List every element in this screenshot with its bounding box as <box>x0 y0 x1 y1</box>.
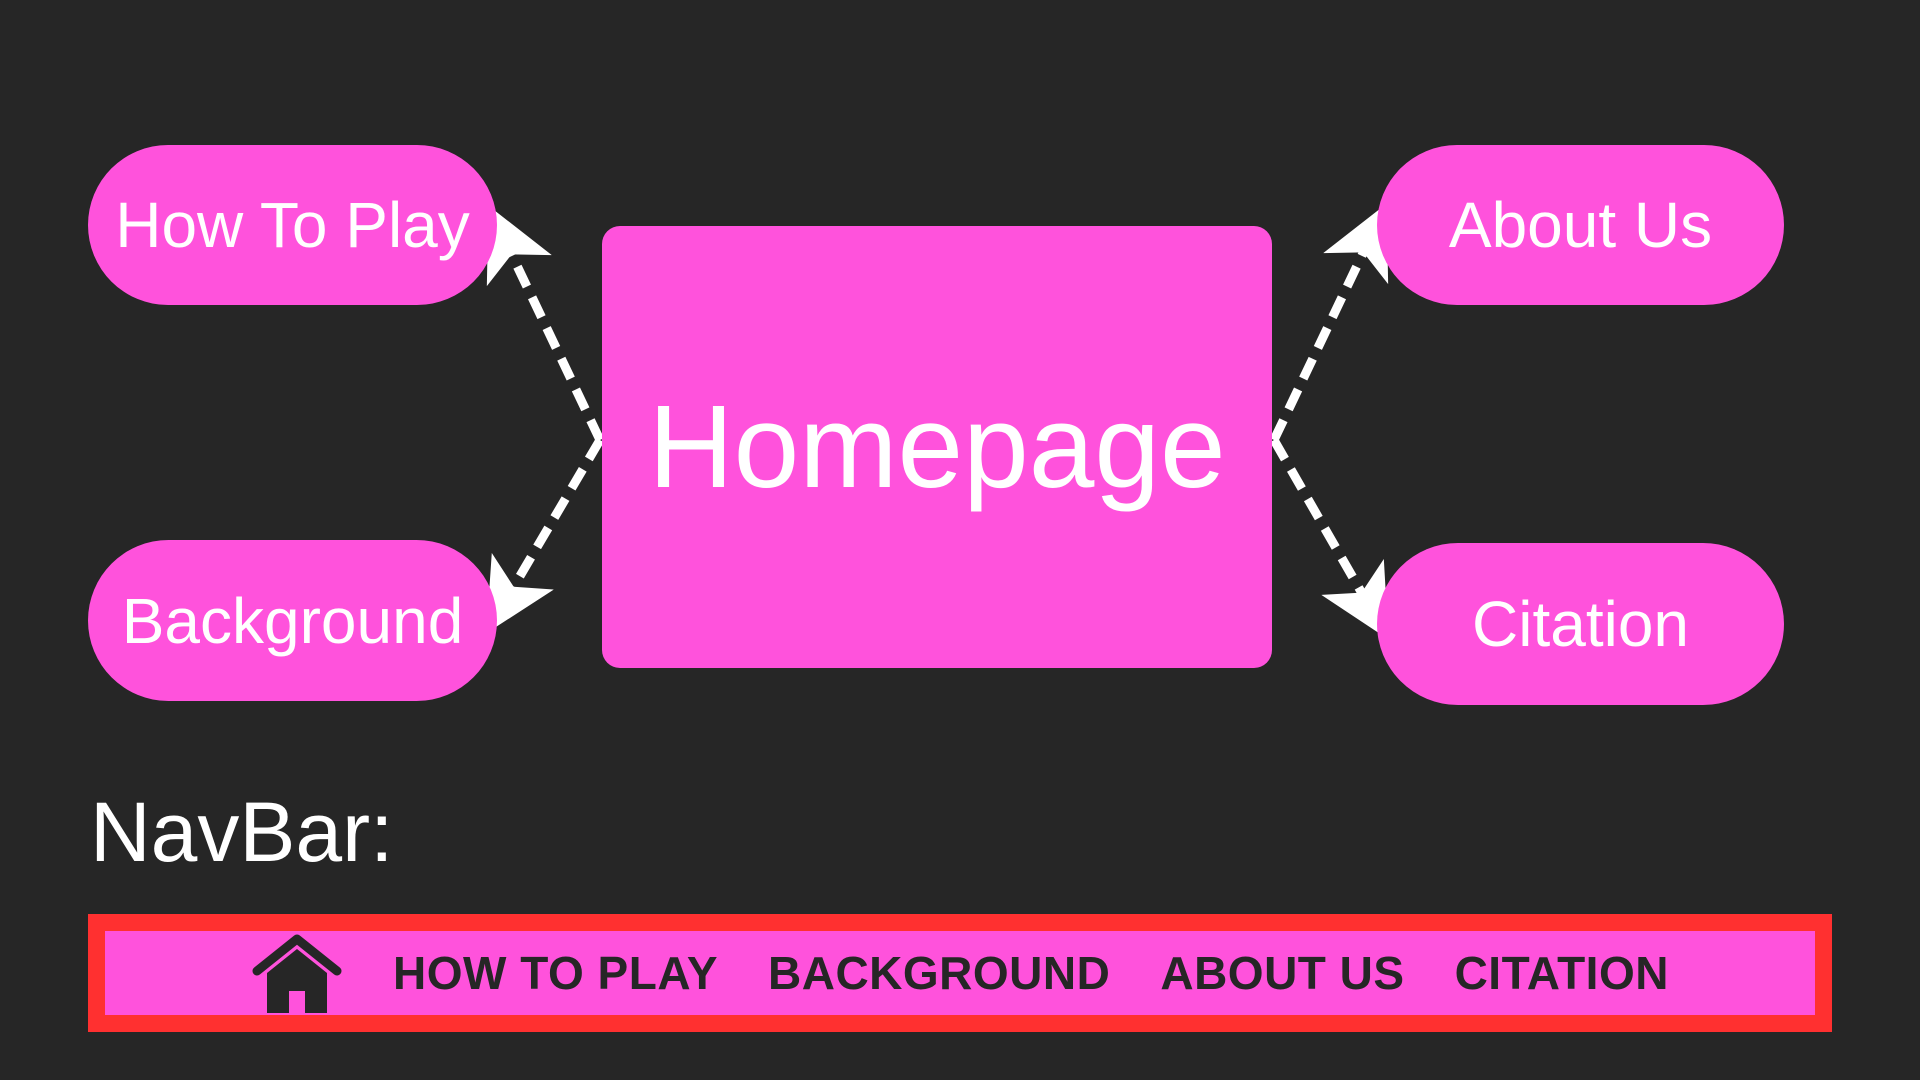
arrow-to-about-us <box>1269 203 1389 442</box>
homepage-node: Homepage <box>602 226 1272 668</box>
arrow-to-citation <box>1270 437 1389 640</box>
how-to-play-node: How To Play <box>88 145 497 305</box>
background-node: Background <box>88 540 497 701</box>
navbar-frame: HOW TO PLAY BACKGROUND ABOUT US CITATION <box>88 914 1832 1032</box>
nav-item-background[interactable]: BACKGROUND <box>768 947 1111 999</box>
nav-item-citation[interactable]: CITATION <box>1454 947 1669 999</box>
citation-node-label: Citation <box>1472 588 1689 660</box>
how-to-play-node-label: How To Play <box>115 189 470 261</box>
navbar: HOW TO PLAY BACKGROUND ABOUT US CITATION <box>105 931 1815 1015</box>
nav-item-about-us[interactable]: ABOUT US <box>1160 947 1405 999</box>
citation-node: Citation <box>1377 543 1784 705</box>
navbar-heading: NavBar: <box>90 785 394 879</box>
home-icon[interactable] <box>251 931 343 1015</box>
background-node-label: Background <box>121 584 464 657</box>
nav-item-how-to-play[interactable]: HOW TO PLAY <box>393 947 719 999</box>
homepage-node-label: Homepage <box>648 381 1226 513</box>
arrow-to-background <box>486 437 604 634</box>
arrow-to-how-to-play <box>486 205 605 442</box>
about-us-node: About Us <box>1377 145 1784 305</box>
about-us-node-label: About Us <box>1448 189 1713 261</box>
